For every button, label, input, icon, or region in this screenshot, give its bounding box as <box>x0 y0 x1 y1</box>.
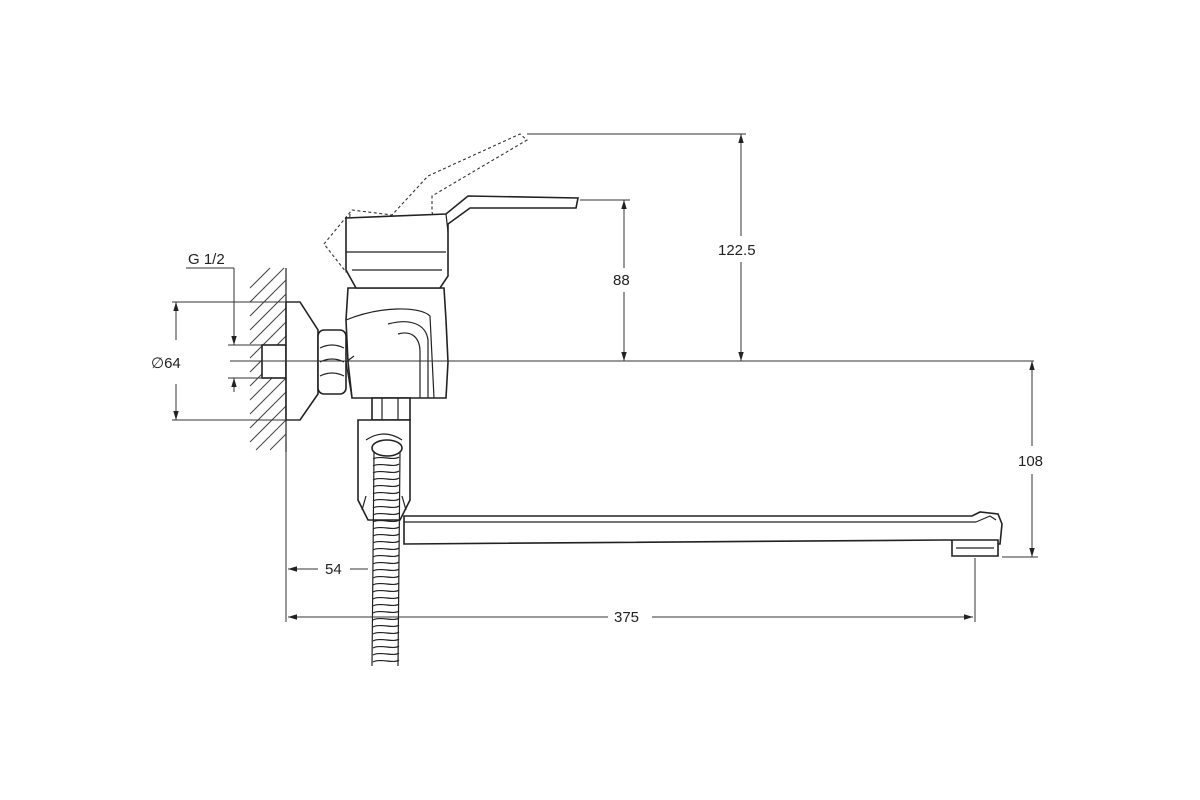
hose-coil <box>372 512 400 516</box>
dim-spout-drop: 108 <box>1002 361 1043 558</box>
hose-coil <box>372 519 400 523</box>
hose-coil <box>372 617 400 621</box>
hose-coil <box>372 652 400 656</box>
hose-coil <box>372 540 400 544</box>
hose-coil <box>372 624 400 628</box>
hose-coil <box>372 575 400 579</box>
dim-flange-diameter: ∅64 <box>151 301 300 421</box>
hose-coil <box>372 547 400 551</box>
spout-length-label: 375 <box>614 609 639 626</box>
hose-coil <box>372 456 400 460</box>
hose-coil <box>372 582 400 586</box>
wall-hatching <box>249 267 287 451</box>
hose-nut <box>371 439 403 457</box>
dim-wall-offset: 54 <box>285 452 368 622</box>
wall <box>249 267 287 452</box>
hose-coil <box>372 477 400 481</box>
hose-outline <box>371 451 401 667</box>
hose-coil <box>372 596 400 600</box>
hose-coil <box>372 491 400 495</box>
dim-handle-raised-height: 122.5 <box>527 133 756 361</box>
hose-outlet <box>357 397 411 521</box>
hose-coil <box>372 603 400 607</box>
hose-coil <box>372 463 400 467</box>
shower-hose <box>371 439 403 667</box>
lever-handle[interactable] <box>345 195 579 289</box>
dim-thread: G 1/2 <box>186 251 262 392</box>
handle-height-label: 88 <box>613 272 630 289</box>
hose-coil <box>372 505 400 509</box>
hose-coil <box>372 638 400 642</box>
mixer-body <box>345 287 449 399</box>
hose-coil <box>372 484 400 488</box>
hose-coil <box>372 526 400 530</box>
raised-height-label: 122.5 <box>718 242 756 259</box>
hose-coil <box>372 610 400 614</box>
hose-coil <box>372 561 400 565</box>
dim-spout-length: 375 <box>288 558 976 626</box>
hose-coil <box>372 589 400 593</box>
wall-offset-label: 54 <box>325 561 342 578</box>
hose-coil <box>372 568 400 572</box>
hose-coil <box>372 645 400 649</box>
hose-coil <box>372 554 400 558</box>
spout <box>403 511 1003 557</box>
hose-coil <box>372 498 400 502</box>
hex-nut <box>317 329 347 395</box>
hose-coil <box>372 631 400 635</box>
dim-handle-height: 88 <box>580 199 630 361</box>
spout-drop-label: 108 <box>1018 453 1043 470</box>
diameter-label: ∅64 <box>151 355 181 372</box>
hose-coil <box>372 659 400 663</box>
hose-coil <box>372 470 400 474</box>
thread-label: G 1/2 <box>188 251 225 268</box>
hose-coil <box>372 533 400 537</box>
